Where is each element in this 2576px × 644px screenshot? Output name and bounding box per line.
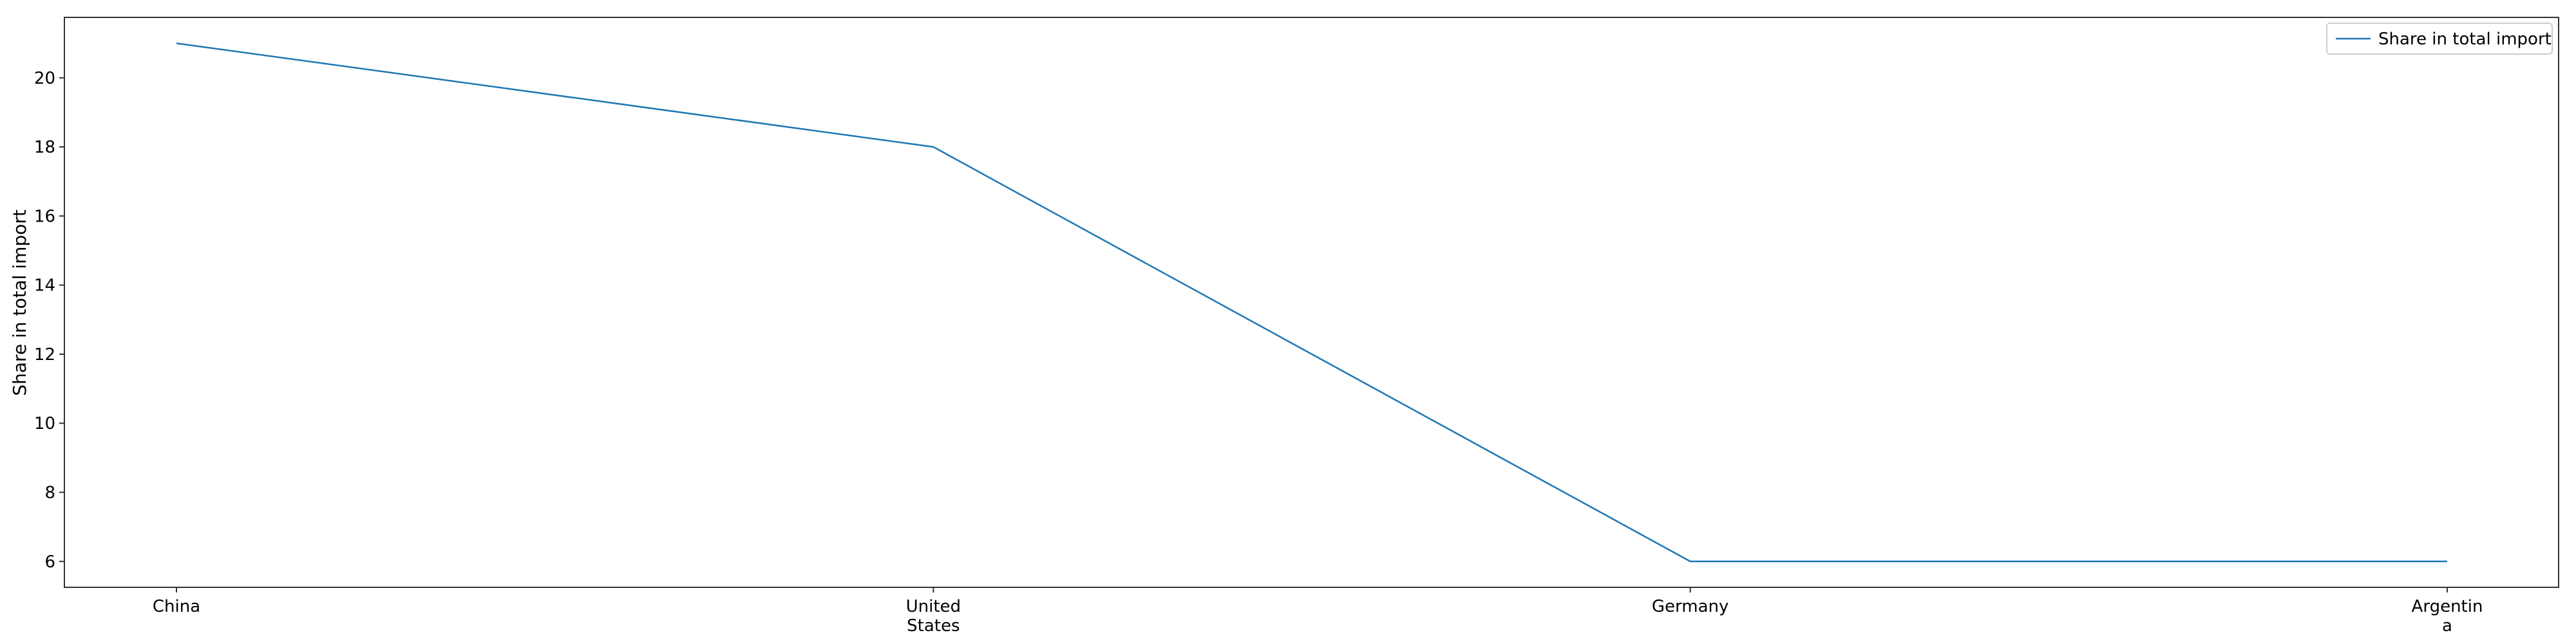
- x-tick-label-line: States: [907, 616, 960, 636]
- x-tick-label-line: Argentin: [2412, 597, 2483, 616]
- y-axis-label: Share in total import: [9, 209, 30, 396]
- x-tick-label: Germany: [1652, 597, 1729, 616]
- x-tick-label-line: United: [906, 597, 961, 616]
- series-group: [176, 42, 2447, 563]
- x-tick-label-line: China: [153, 597, 200, 616]
- y-tick-label: 10: [34, 414, 55, 433]
- y-tick-label: 16: [34, 207, 55, 226]
- x-tick-label-line: Germany: [1652, 597, 1729, 616]
- legend-box: [2326, 23, 2553, 55]
- legend-label: Share in total import: [2378, 30, 2552, 49]
- plot-frame: [64, 17, 2559, 588]
- legend: Share in total import: [2326, 23, 2553, 55]
- x-tick-label-line: a: [2442, 616, 2452, 636]
- y-tick-label: 8: [44, 484, 55, 503]
- y-tick-label: 14: [34, 276, 55, 296]
- series-line: [176, 42, 2447, 563]
- y-tick-label: 12: [34, 345, 55, 365]
- y-tick-label: 18: [34, 138, 55, 157]
- x-tick-label: China: [153, 597, 200, 616]
- y-tick-label: 20: [34, 69, 55, 88]
- y-tick-label: 6: [44, 553, 55, 572]
- y-axis: 6 8 10 12 14 16 18 20: [34, 69, 64, 572]
